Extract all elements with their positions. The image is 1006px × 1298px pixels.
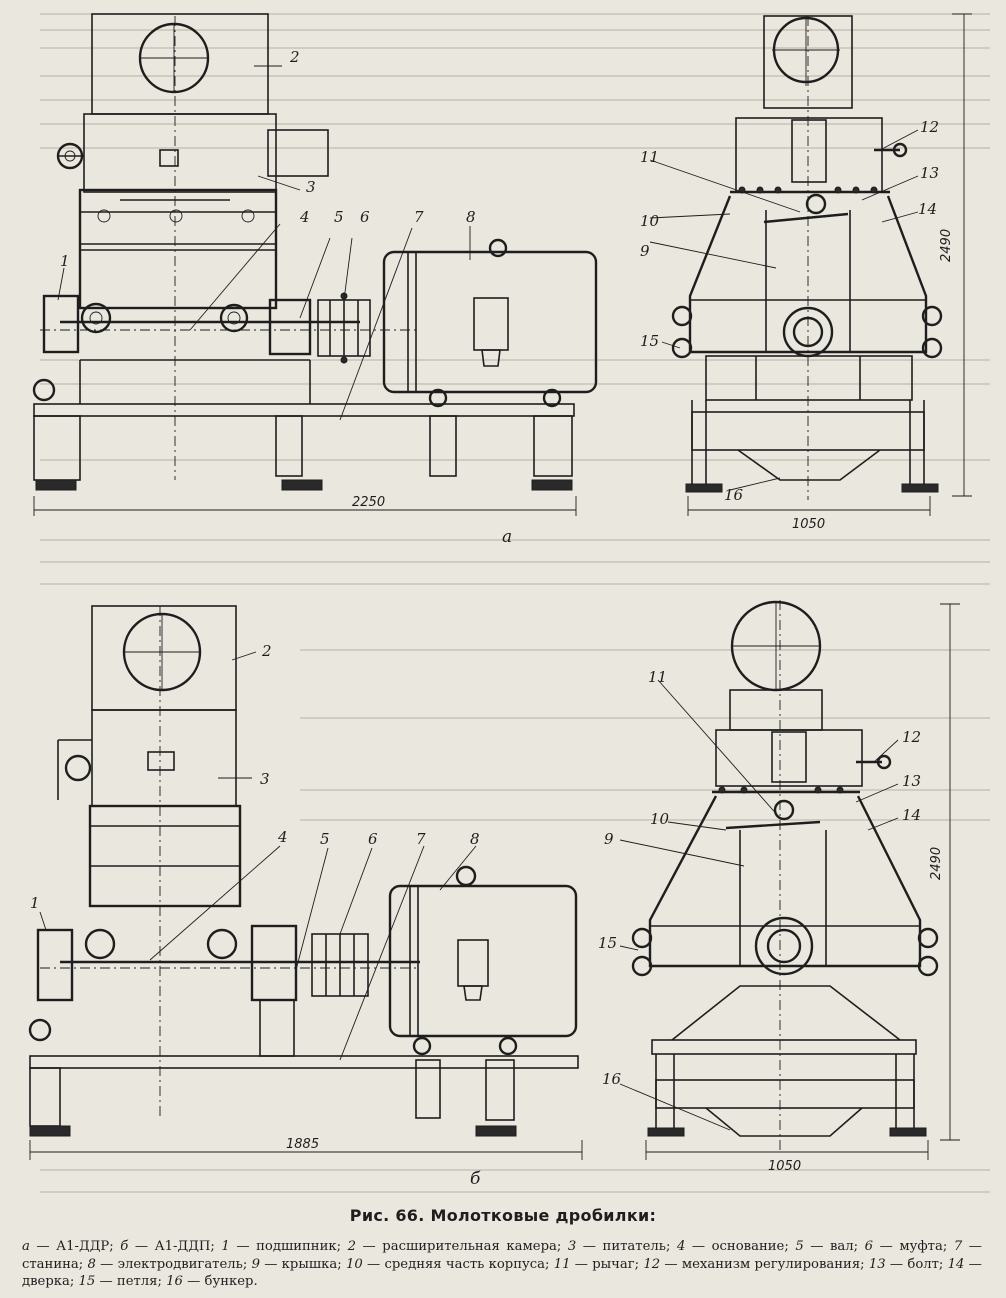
callouts-a-front: 9 10 11 12 13 14 15 16 <box>640 118 939 504</box>
callout-a-1: 1 <box>60 252 70 270</box>
callout-a-5: 5 <box>334 208 344 226</box>
callout-b-15: 15 <box>598 934 617 952</box>
legend-entry: 10 — средняя часть корпуса; <box>345 1256 550 1272</box>
rotor-hub-a <box>782 306 834 358</box>
legend-entry: б — А1-ДДП; <box>120 1239 215 1254</box>
legend-entry: 6 — муфта; <box>864 1239 948 1254</box>
expansion-chamber-a <box>91 13 269 115</box>
dim-b-height: 2490 <box>929 847 944 880</box>
feeder-b <box>91 709 237 807</box>
callout-b-9: 9 <box>604 830 614 848</box>
callout-a-4: 4 <box>299 208 310 226</box>
housing-a <box>78 188 278 310</box>
dim-b-length: 1885 <box>286 1137 319 1152</box>
bearing-left-b <box>36 928 74 1002</box>
callout-b-10: 10 <box>650 810 670 828</box>
dim-b-width: 1050 <box>768 1159 801 1174</box>
callout-a-11: 11 <box>640 148 659 166</box>
legend-entry: 12 — механизм регулирования; <box>643 1256 865 1272</box>
legend-entry: 5 — вал; <box>795 1239 859 1254</box>
bleed-through-lines <box>40 13 990 1193</box>
legend-entry: 8 — электродвигатель; <box>87 1256 248 1272</box>
housing-b-front <box>648 795 922 968</box>
legend-entry: 15 — петля; <box>78 1274 162 1289</box>
crusher-a1-ddr-front-view: 1050 2490 <box>649 13 972 532</box>
callout-a-15: 15 <box>640 332 659 350</box>
callouts-a: 1 2 3 4 5 6 7 8 <box>60 48 476 270</box>
bunker-b <box>705 1107 863 1137</box>
callout-a-6: 6 <box>360 208 370 226</box>
legend-entry: 3 — питатель; <box>567 1239 671 1254</box>
legend-entry: 11 — рычаг; <box>553 1256 640 1272</box>
callout-b-12: 12 <box>902 728 921 746</box>
legend-entry: 14 — дверка; <box>22 1256 982 1290</box>
legend-entry: 7 — станина; <box>22 1239 982 1272</box>
callouts-b: 1 2 3 4 5 6 7 8 <box>30 642 480 912</box>
callout-a-16: 16 <box>724 486 744 504</box>
figure-legend: а — А1-ДДР; б — А1-ДДП; 1 — подшипник; 2… <box>22 1238 982 1291</box>
callout-b-14: 14 <box>902 806 921 824</box>
callout-a-9: 9 <box>640 242 650 260</box>
legend-entry: 2 — расширительная камера; <box>347 1239 562 1254</box>
callout-b-13: 13 <box>902 772 921 790</box>
callout-b-4: 4 <box>277 828 288 846</box>
callout-b-5: 5 <box>320 830 330 848</box>
callout-a-2: 2 <box>289 48 300 66</box>
legend-entry: а — А1-ДДР; <box>22 1239 114 1254</box>
callout-a-7: 7 <box>414 208 424 226</box>
bunker-a <box>737 449 881 481</box>
housing-a-front <box>688 195 928 354</box>
crusher-a1-ddp-side-view: 1885 б <box>28 605 583 1189</box>
callout-b-7: 7 <box>416 830 426 848</box>
callout-a-12: 12 <box>920 118 939 136</box>
legend-entry: 13 — болт; <box>868 1256 944 1272</box>
lever-b <box>773 799 795 821</box>
legend-entry: 1 — подшипник; <box>221 1239 342 1254</box>
dim-a-height: 2490 <box>939 229 954 262</box>
callout-b-16: 16 <box>602 1070 622 1088</box>
feeder-a <box>83 113 277 193</box>
legend-entry: 16 — бункер. <box>166 1274 258 1289</box>
subfig-label-a: а <box>502 527 512 547</box>
callout-b-1: 1 <box>30 894 40 912</box>
technical-drawing: 2250 а 1 2 3 4 5 6 7 8 <box>28 13 990 1193</box>
crusher-a1-ddr-side-view: 2250 а <box>32 13 598 547</box>
callout-a-8: 8 <box>466 208 476 226</box>
legend-entry: 4 — основание; <box>676 1239 789 1254</box>
lever-a <box>805 193 827 215</box>
subfig-label-b: б <box>470 1169 481 1189</box>
expansion-chamber-b <box>91 605 237 711</box>
callout-a-13: 13 <box>920 164 939 182</box>
callout-b-8: 8 <box>470 830 480 848</box>
callout-b-2: 2 <box>261 642 272 660</box>
figure-caption: Рис. 66. Молотковые дробилки: <box>349 1206 657 1225</box>
dim-a-length: 2250 <box>352 495 385 510</box>
callout-a-3: 3 <box>306 178 316 196</box>
crusher-a1-ddp-front-view: 1050 2490 <box>619 600 960 1174</box>
bearing-left-a <box>42 294 80 354</box>
callout-b-6: 6 <box>368 830 378 848</box>
base-frame-a <box>33 403 575 417</box>
callout-b-11: 11 <box>648 668 667 686</box>
housing-b <box>88 804 242 908</box>
callouts-b-front: 9 10 11 12 13 14 15 16 <box>598 668 921 1088</box>
rotor-hub-b <box>754 916 814 976</box>
feeder-drive-a <box>267 129 329 177</box>
dim-a-width: 1050 <box>792 517 825 532</box>
bearing-right-a <box>268 298 312 356</box>
callout-b-3: 3 <box>260 770 270 788</box>
callout-a-14: 14 <box>918 200 937 218</box>
base-frame-b <box>29 1055 579 1069</box>
callout-a-10: 10 <box>640 212 660 230</box>
legend-entry: 9 — крышка; <box>251 1256 342 1272</box>
motor-b <box>388 884 578 1038</box>
